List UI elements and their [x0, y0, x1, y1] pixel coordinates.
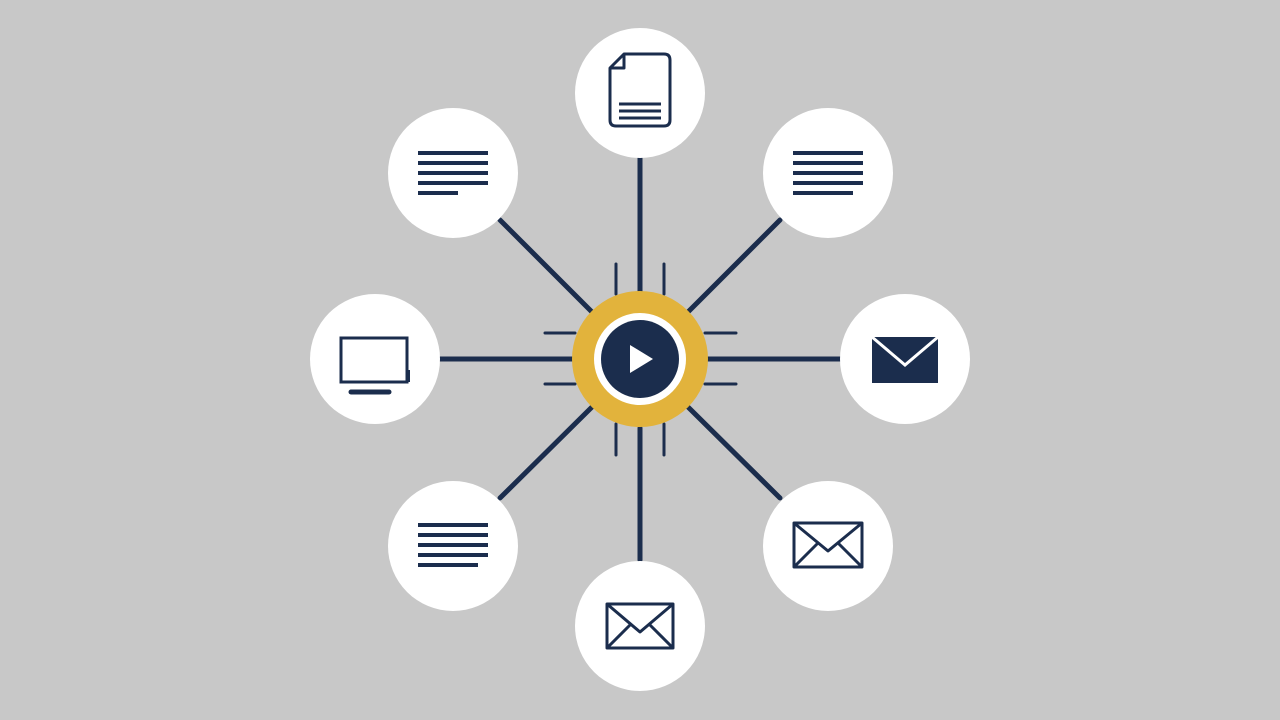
connector-top-right — [685, 217, 783, 315]
connector-top-left — [497, 217, 595, 315]
node-left[interactable] — [310, 294, 440, 424]
envelope-outline-icon — [792, 521, 864, 569]
text-lines-icon — [418, 151, 488, 195]
node-top[interactable] — [575, 28, 705, 158]
connector-bottom-left — [497, 404, 595, 501]
envelope-outline-icon — [605, 602, 675, 650]
monitor-icon — [339, 336, 410, 395]
node-circle — [575, 28, 705, 158]
node-top-right[interactable] — [763, 108, 893, 238]
node-bottom[interactable] — [575, 561, 705, 691]
node-bottom-right[interactable] — [763, 481, 893, 611]
hub-ticks — [543, 262, 738, 457]
node-top-left[interactable] — [388, 108, 518, 238]
text-lines-icon — [793, 151, 863, 195]
node-circle — [310, 294, 440, 424]
node-circle — [575, 561, 705, 691]
envelope-filled-icon — [871, 335, 939, 383]
connector-lines — [437, 155, 845, 563]
connector-bottom-right — [685, 404, 783, 501]
node-right[interactable] — [840, 294, 970, 424]
document-icon — [608, 52, 672, 128]
node-bottom-left[interactable] — [388, 481, 518, 611]
text-lines-icon — [418, 523, 488, 567]
node-circle — [763, 481, 893, 611]
central-hub[interactable] — [572, 291, 708, 427]
play-icon — [630, 345, 653, 373]
